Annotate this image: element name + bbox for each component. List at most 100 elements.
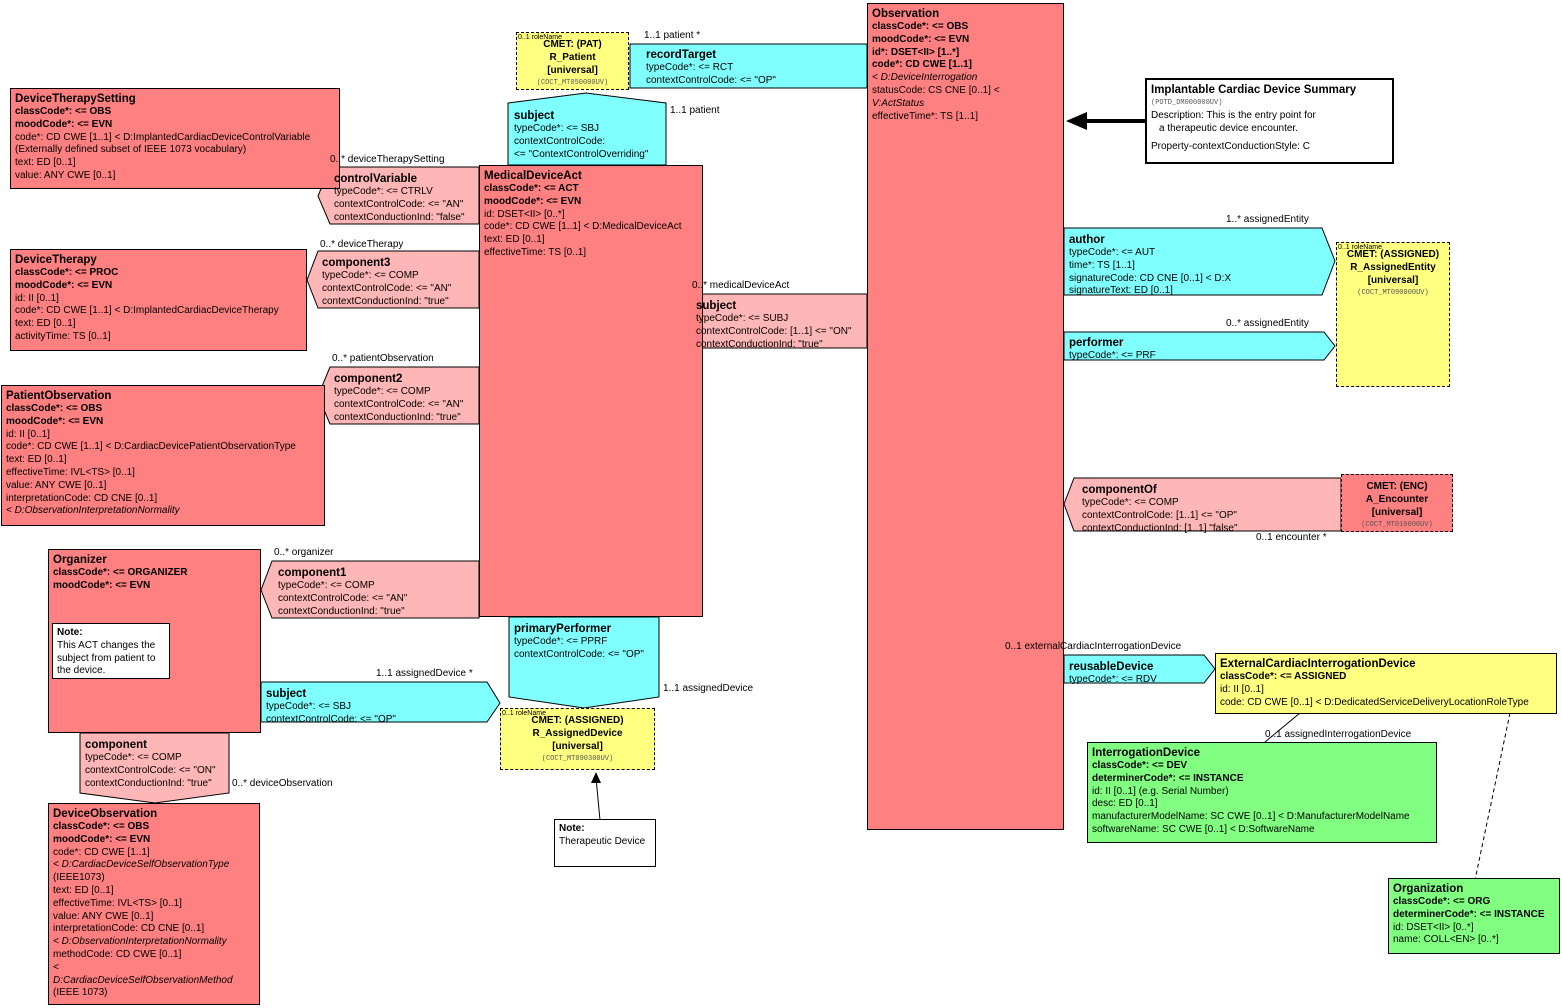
- entry-title: Implantable Cardiac Device Summary: [1151, 84, 1357, 96]
- cmet-title: CMET: (ENC): [1366, 481, 1428, 492]
- cmet-name: R_AssignedDevice: [532, 727, 623, 739]
- org-attr: classCode*: <= ORGANIZER: [53, 567, 188, 578]
- controlVariable-label[interactable]: controlVariable typeCode*: <= CTRLV cont…: [330, 169, 478, 227]
- component-org-shape: [79, 732, 230, 804]
- controlVariable-shape: [317, 166, 480, 225]
- performer-title: performer: [1069, 337, 1124, 349]
- ed-attr: id: II [0..1]: [1220, 683, 1264, 695]
- dts-attr: value: ANY CWE [0..1]: [15, 169, 116, 181]
- cmet-scope: [universal]: [552, 740, 603, 752]
- co-attr: contextControlCode: <= "ON": [85, 764, 216, 776]
- entry-point-box[interactable]: Implantable Cardiac Device Summary (POTD…: [1145, 78, 1394, 164]
- interrogationDevice-card: 0..1 assignedInterrogationDevice: [1265, 729, 1412, 740]
- cmet-tag: 0..1 roleName: [502, 710, 546, 717]
- component2-label[interactable]: component2 typeCode*: <= COMP contextCon…: [330, 369, 478, 427]
- cmet-assigned-device[interactable]: 0..1 roleName CMET: (ASSIGNED) R_Assigne…: [500, 708, 655, 770]
- component1-label[interactable]: component1 typeCode*: <= COMP contextCon…: [274, 563, 476, 621]
- primaryPerformer-shape: [508, 616, 660, 709]
- cmet-scope: [universal]: [547, 64, 598, 76]
- primaryPerformer-card: 1..1 assignedDevice: [663, 683, 754, 694]
- cmet-assigned-entity[interactable]: 0..1 roleName CMET: (ASSIGNED) R_Assigne…: [1336, 242, 1450, 387]
- primaryPerformer-label[interactable]: primaryPerformer typeCode*: <= PPRF cont…: [510, 619, 658, 665]
- author-attr: time*: TS [1..1]: [1069, 259, 1135, 271]
- recordTarget-card: 1..1 patient *: [644, 30, 701, 41]
- do-attr: classCode*: <= OBS: [53, 821, 150, 832]
- subject-mda-attr: typeCode*: <= SUBJ: [696, 313, 789, 324]
- extDevice-class[interactable]: ExternalCardiacInterrogationDevice class…: [1215, 653, 1557, 714]
- subject-org-shape: [260, 681, 501, 723]
- so-title: subject: [266, 688, 307, 700]
- deviceTherapySetting-class[interactable]: DeviceTherapySetting classCode*: <= OBS …: [10, 88, 340, 189]
- subject-mda-attr: contextControlCode: [1..1] <= "ON": [696, 325, 852, 337]
- dt-attr: code*: CD CWE [1..1] < D:ImplantedCardia…: [15, 305, 279, 317]
- po-attr: classCode*: <= OBS: [6, 403, 103, 414]
- c3-attr: typeCode*: <= COMP: [322, 270, 419, 281]
- subject-top-attr: typeCode*: <= SBJ: [514, 123, 600, 134]
- deviceObservation-class[interactable]: DeviceObservation classCode*: <= OBS moo…: [48, 803, 260, 1005]
- entry-desc: a therapeutic device encounter.: [1159, 122, 1298, 134]
- do-attr: interpretationCode: CD CNE [0..1]: [53, 923, 205, 935]
- subject-mda-label[interactable]: subject typeCode*: <= SUBJ contextContro…: [692, 296, 864, 354]
- cmet-scope: [universal]: [1367, 274, 1419, 286]
- so-attr: contextControlCode: <= "OP": [266, 713, 396, 725]
- do-title: DeviceObservation: [53, 808, 158, 820]
- subject-top-label[interactable]: subject typeCode*: <= SBJ contextControl…: [510, 106, 665, 164]
- author-attr: signatureText: ED [0..1]: [1069, 285, 1173, 297]
- orgn-attr: determinerCode*: <= INSTANCE: [1393, 908, 1545, 920]
- reusableDevice-label[interactable]: reusableDevice typeCode*: <= RDV: [1065, 657, 1205, 690]
- dts-attr: classCode*: <= OBS: [15, 106, 112, 117]
- org-title: Organizer: [53, 554, 107, 566]
- patientObservation-class[interactable]: PatientObservation classCode*: <= OBS mo…: [1, 385, 325, 526]
- component3-label[interactable]: component3 typeCode*: <= COMP contextCon…: [318, 253, 476, 311]
- do-attr: effectiveTime: IVL<TS> [0..1]: [53, 897, 182, 909]
- componentOf-shape: [1063, 477, 1342, 532]
- recordTarget-label[interactable]: recordTarget typeCode*: <= RCT contextCo…: [642, 45, 864, 91]
- reusableDevice-card: 0..1 externalCardiacInterrogationDevice: [1005, 641, 1182, 652]
- observation-class[interactable]: Observation classCode*: <= OBS moodCode*…: [867, 3, 1064, 830]
- component-org-label[interactable]: component typeCode*: <= COMP contextCont…: [81, 735, 228, 793]
- note-text: subject from patient to: [57, 652, 156, 664]
- c3-attr: contextControlCode: <= "AN": [322, 282, 452, 294]
- author-attr: signatureCode: CD CNE [0..1] < D:X: [1069, 272, 1232, 284]
- cmet-title: CMET: (ASSIGNED): [1346, 249, 1440, 260]
- medicalDeviceAct-class[interactable]: MedicalDeviceAct classCode*: <= ACT mood…: [479, 165, 703, 617]
- subject-org-label[interactable]: subject typeCode*: <= SBJ contextControl…: [262, 684, 484, 730]
- c1-attr: contextControlCode: <= "AN": [278, 592, 408, 604]
- c3-attr: contextConductionInd: "true": [322, 295, 449, 307]
- id-attr: desc: ED [0..1]: [1092, 798, 1158, 810]
- dt-title: DeviceTherapy: [15, 254, 97, 266]
- subject-top-attr: <= "ContextControlOverriding": [514, 148, 649, 160]
- componentOf-label[interactable]: componentOf typeCode*: <= COMP contextCo…: [1078, 480, 1340, 538]
- performer-label[interactable]: performer typeCode*: <= PRF: [1065, 333, 1327, 366]
- cmet-tag: 0..1 roleName: [518, 34, 562, 41]
- entry-code: (POTD_DM000000UV): [1151, 99, 1223, 107]
- po-attr: moodCode*: <= EVN: [6, 415, 104, 427]
- author-label[interactable]: author typeCode*: <= AUT time*: TS [1..1…: [1065, 230, 1327, 301]
- do-attr: moodCode*: <= EVN: [53, 833, 151, 845]
- performer-attr: typeCode*: <= PRF: [1069, 350, 1156, 361]
- note-text: Therapeutic Device: [559, 835, 646, 847]
- recordTarget-title: recordTarget: [646, 49, 717, 61]
- deviceTherapy-class[interactable]: DeviceTherapy classCode*: <= PROC moodCo…: [10, 249, 307, 351]
- cmet-encounter[interactable]: CMET: (ENC) A_Encounter [universal] (COC…: [1341, 474, 1453, 532]
- organization-class[interactable]: Organization classCode*: <= ORG determin…: [1388, 878, 1560, 954]
- orgn-attr: name: COLL<EN> [0..*]: [1393, 934, 1499, 946]
- cmet-name: R_AssignedEntity: [1350, 261, 1436, 273]
- org-attr: moodCode*: <= EVN: [53, 579, 151, 591]
- mda-attr: id: DSET<II> [0..*]: [484, 208, 565, 220]
- subject-mda-title: subject: [696, 300, 737, 312]
- observation-attr: id*: DSET<II> [1..*]: [872, 46, 960, 58]
- interrogationDevice-class[interactable]: InterrogationDevice classCode*: <= DEV d…: [1087, 742, 1437, 843]
- po-attr: effectiveTime: IVL<TS> [0..1]: [6, 466, 135, 478]
- do-attr: <: [53, 961, 59, 973]
- observation-attr: code*: CD CWE [1..1]: [872, 59, 973, 71]
- id-attr: id: II [0..1] (e.g. Serial Number): [1092, 785, 1229, 797]
- do-attr: code*: CD CWE [1..1]: [53, 846, 150, 858]
- controlVariable-card: 0..* deviceTherapySetting: [330, 154, 445, 165]
- mda-title: MedicalDeviceAct: [484, 170, 582, 182]
- note-title: Note:: [57, 627, 83, 638]
- cmet-patient[interactable]: 0..1 roleName CMET: (PAT) R_Patient [uni…: [516, 32, 629, 90]
- compOf-title: componentOf: [1082, 484, 1157, 496]
- component1-shape: [260, 560, 480, 619]
- rd-attr: typeCode*: <= RDV: [1069, 674, 1157, 685]
